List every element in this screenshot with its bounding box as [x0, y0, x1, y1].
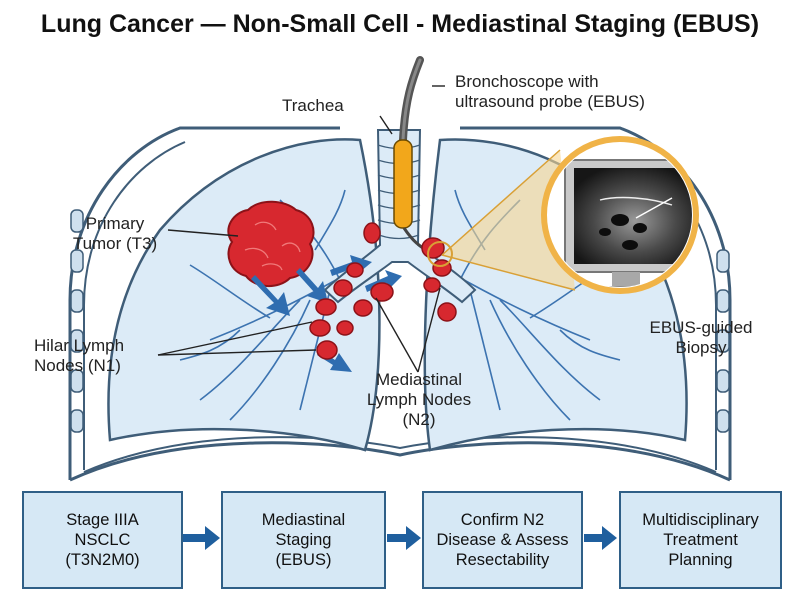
label-primary-tumor: Primary Tumor (T3) [72, 214, 158, 253]
ebus-sheath [393, 139, 413, 229]
mediastinal-lymph-nodes [353, 222, 457, 322]
flow-step-planning: Multidisciplinary Treatment Planning [619, 491, 782, 589]
flow-step-line: Planning [668, 551, 733, 569]
flow-step-line: Treatment [663, 531, 738, 549]
label-hilar-lymph-nodes: Hilar Lymph Nodes (N1) [34, 336, 125, 375]
ultrasound-screen [574, 168, 692, 264]
flow-step-line: (EBUS) [275, 551, 332, 569]
flow-step-line: Disease & Assess [436, 531, 569, 549]
flow-step-stage: Stage IIIA NSCLC (T3N2M0) [22, 491, 183, 589]
flow-step-confirm: Confirm N2 Disease & Assess Resectabilit… [422, 491, 583, 589]
hilar-lymph-nodes [309, 262, 364, 360]
right-lung [107, 138, 381, 452]
rib-segments [70, 209, 730, 433]
ebus-callout [427, 136, 699, 294]
diagram-title: Lung Cancer — Non-Small Cell - Mediastin… [40, 10, 760, 38]
flow-step-staging: Mediastinal Staging (EBUS) [221, 491, 386, 589]
flow-step-line: Staging [275, 531, 332, 549]
flow-arrows [183, 526, 617, 550]
flow-step-line: Mediastinal [261, 511, 346, 529]
leader-lines [157, 85, 445, 373]
flow-step-line: (T3N2M0) [65, 551, 140, 569]
flow-step-line: Resectability [455, 551, 550, 569]
flow-step-line: Multidisciplinary [642, 511, 759, 529]
primary-tumor [227, 200, 315, 287]
label-ebus-biopsy: EBUS-guided Biopsy [649, 318, 753, 357]
ultrasound-image [599, 214, 647, 250]
flow-step-line: Confirm N2 [460, 511, 545, 529]
label-mediastinal-lymph-nodes: Mediastinal Lymph Nodes (N2) [366, 370, 472, 429]
flow-step-line: Stage IIIA [66, 511, 139, 529]
flow-step-line: NSCLC [74, 531, 131, 549]
label-trachea: Trachea [282, 96, 344, 115]
label-bronchoscope: Bronchoscope with ultrasound probe (EBUS… [455, 72, 645, 111]
chest-wall [68, 126, 732, 482]
